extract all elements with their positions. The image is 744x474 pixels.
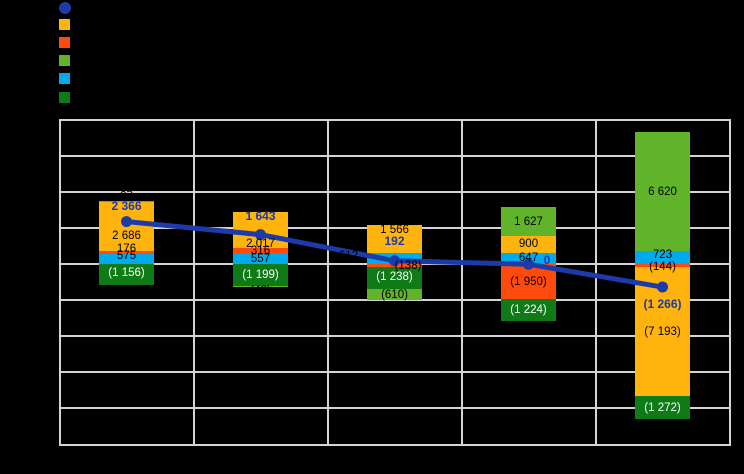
bar-segment-cyan[interactable] xyxy=(635,251,690,265)
data-label-orange: (7 193) xyxy=(644,325,681,338)
bar-segment-light-green[interactable] xyxy=(233,285,288,288)
line-marker[interactable] xyxy=(389,255,400,267)
horizontal-gridline xyxy=(58,191,731,194)
bar-segment-dark-green[interactable] xyxy=(501,299,556,322)
data-label-red-orange: 316 xyxy=(250,245,271,258)
data-label-dark-green: (1 272) xyxy=(644,401,681,414)
bar-segment-cyan[interactable] xyxy=(99,253,154,265)
data-label-light-green: 6 620 xyxy=(648,185,677,198)
data-label-cyan: 723 xyxy=(652,248,673,261)
data-label-light-green: 85 xyxy=(120,186,133,199)
data-label-line: 0 xyxy=(543,253,551,267)
legend-marker-dark-green-series-square-icon[interactable] xyxy=(59,91,70,103)
bar-segment-red-orange[interactable] xyxy=(501,264,556,300)
data-label-orange: 2 686 xyxy=(112,230,141,242)
bar-segment-light-green[interactable] xyxy=(367,289,422,300)
vertical-gridline xyxy=(460,119,463,446)
bar-segment-orange[interactable] xyxy=(501,236,556,253)
bar-segment-red-orange[interactable] xyxy=(635,264,690,267)
line-marker[interactable] xyxy=(657,281,668,293)
line-marker[interactable] xyxy=(121,216,132,228)
bar-segment-light-green[interactable] xyxy=(99,200,154,203)
data-label-line: (1 266) xyxy=(643,297,682,311)
data-label-cyan: 557 xyxy=(250,253,271,266)
data-label-line: 192 xyxy=(384,234,405,248)
bar-segment-cyan[interactable] xyxy=(501,252,556,265)
vertical-gridline xyxy=(728,119,731,446)
horizontal-gridline xyxy=(58,443,731,446)
bar-segment-red-orange[interactable] xyxy=(99,250,154,254)
data-label-light-green: (610) xyxy=(381,288,408,301)
data-label-red-orange: 176 xyxy=(116,242,137,255)
data-label-red-orange: (1 950) xyxy=(510,275,547,288)
legend-marker-cyan-series-square-icon[interactable] xyxy=(59,72,70,84)
data-label-cyan: 575 xyxy=(116,249,137,262)
data-label-orange: 900 xyxy=(518,238,539,251)
data-label-cyan: 647 xyxy=(518,252,539,265)
data-label-red-orange: (144) xyxy=(649,260,676,273)
line-marker[interactable] xyxy=(255,229,266,241)
horizontal-gridline xyxy=(58,119,731,121)
vertical-gridline xyxy=(594,119,597,446)
bar-segment-dark-green[interactable] xyxy=(367,266,422,290)
horizontal-gridline xyxy=(58,299,731,302)
data-label-line: 1 643 xyxy=(245,209,276,223)
bar-segment-light-green[interactable] xyxy=(501,207,556,237)
bar-segment-cyan[interactable] xyxy=(233,254,288,265)
horizontal-gridline xyxy=(58,335,731,338)
horizontal-gridline xyxy=(58,371,731,374)
line-marker[interactable] xyxy=(523,258,534,270)
data-label-dark-green: (1 199) xyxy=(242,269,279,282)
bar-segment-dark-green[interactable] xyxy=(99,264,154,286)
data-label-cyan: 612 xyxy=(338,250,359,262)
data-label-dark-green: (1 156) xyxy=(108,267,145,279)
bar-segment-dark-green[interactable] xyxy=(635,396,690,420)
bar-segment-light-green[interactable] xyxy=(635,131,690,252)
data-label-light-green: (48) xyxy=(250,284,271,297)
data-label-dark-green: (1 238) xyxy=(376,271,413,283)
data-label-red-orange: (138) xyxy=(394,260,422,272)
legend-marker-line-series-circle-icon[interactable] xyxy=(59,2,71,14)
bar-segment-dark-green[interactable] xyxy=(233,264,288,286)
bar-segment-red-orange[interactable] xyxy=(233,248,288,255)
bar-segment-orange[interactable] xyxy=(367,224,422,254)
horizontal-gridline xyxy=(58,407,731,410)
vertical-gridline xyxy=(58,119,61,446)
data-label-dark-green: (1 224) xyxy=(510,304,547,317)
legend-marker-orange-series-square-icon[interactable] xyxy=(59,18,70,30)
data-label-line: 2 366 xyxy=(111,199,142,213)
data-label-light-green: 1 627 xyxy=(514,215,543,228)
legend-marker-red-orange-series-square-icon[interactable] xyxy=(59,36,70,48)
vertical-gridline xyxy=(192,119,195,446)
legend-marker-light-green-series-square-icon[interactable] xyxy=(59,54,70,66)
data-label-orange: 1 566 xyxy=(380,224,409,236)
data-label-orange: 2 017 xyxy=(246,237,275,250)
vertical-gridline xyxy=(326,119,329,446)
horizontal-gridline xyxy=(58,155,731,158)
